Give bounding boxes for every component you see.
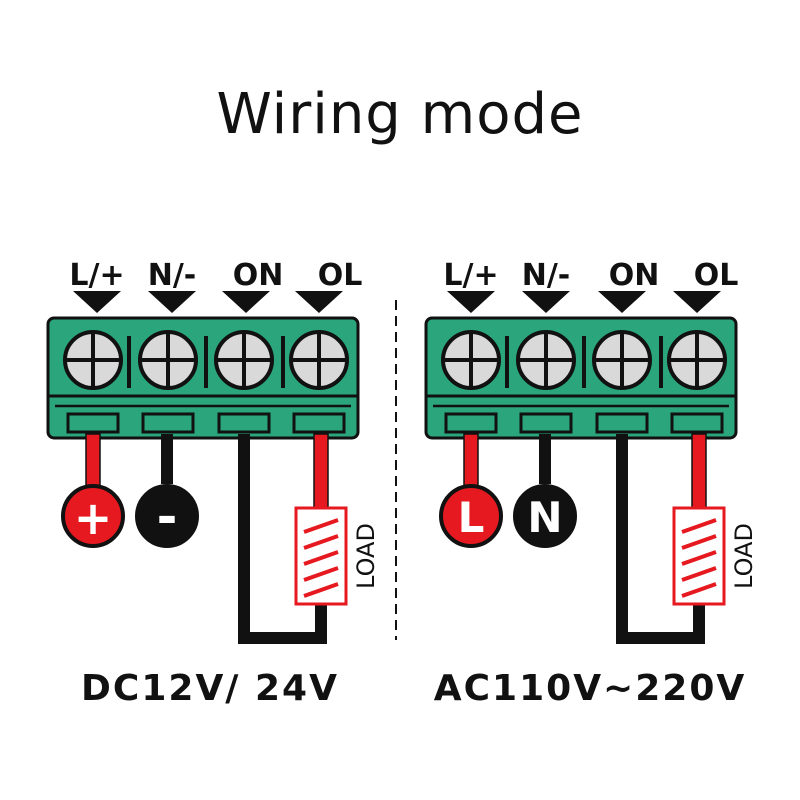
live-symbol: L xyxy=(458,493,485,542)
left-terminal-label-2: N/- xyxy=(148,258,197,293)
load-loop-wire xyxy=(238,434,327,644)
neutral-symbol: N xyxy=(527,493,562,542)
screw-icon xyxy=(138,330,198,390)
live-terminal-icon: L xyxy=(439,484,503,548)
screw-icon xyxy=(214,330,274,390)
red-wire xyxy=(313,433,329,511)
arrow-icon xyxy=(673,291,721,313)
neutral-terminal-icon: N xyxy=(513,484,577,548)
left-terminal-block xyxy=(46,316,360,440)
right-terminal-label-3: ON xyxy=(609,258,660,293)
left-load-label: LOAD xyxy=(352,523,380,589)
left-panel: L/+ N/- ON OL xyxy=(46,258,380,644)
right-terminal-block xyxy=(424,316,738,440)
screw-icon xyxy=(63,330,123,390)
arrow-icon xyxy=(222,291,270,313)
page-title: Wiring mode xyxy=(216,82,584,147)
load-coil-icon xyxy=(672,506,726,606)
arrow-icon xyxy=(522,291,570,313)
right-terminal-label-4: OL xyxy=(694,258,739,293)
screw-icon xyxy=(592,330,652,390)
right-panel: L/+ N/- ON OL xyxy=(424,258,758,644)
positive-terminal-icon: + xyxy=(61,484,125,548)
screw-icon xyxy=(441,330,501,390)
left-terminal-label-4: OL xyxy=(318,258,363,293)
right-terminal-label-2: N/- xyxy=(522,258,571,293)
screw-icon xyxy=(289,330,349,390)
red-wire xyxy=(463,433,479,487)
screw-icon xyxy=(516,330,576,390)
right-terminal-label-1: L/+ xyxy=(443,258,498,293)
negative-terminal-icon: - xyxy=(135,484,199,548)
right-load-label: LOAD xyxy=(730,523,758,589)
arrow-icon xyxy=(447,291,495,313)
load-loop-wire xyxy=(616,434,705,644)
left-terminal-label-3: ON xyxy=(233,258,284,293)
arrow-icon xyxy=(295,291,343,313)
load-coil-icon xyxy=(294,506,348,606)
left-terminal-label-1: L/+ xyxy=(69,258,124,293)
left-caption: DC12V/ 24V xyxy=(81,668,339,709)
screw-icon xyxy=(667,330,727,390)
arrow-icon xyxy=(148,291,196,313)
arrow-icon xyxy=(598,291,646,313)
right-caption: AC110V~220V xyxy=(433,668,747,709)
negative-symbol: - xyxy=(157,488,178,546)
red-wire xyxy=(85,433,101,487)
positive-symbol: + xyxy=(74,491,113,545)
red-wire xyxy=(691,433,707,511)
arrow-icon xyxy=(73,291,121,313)
